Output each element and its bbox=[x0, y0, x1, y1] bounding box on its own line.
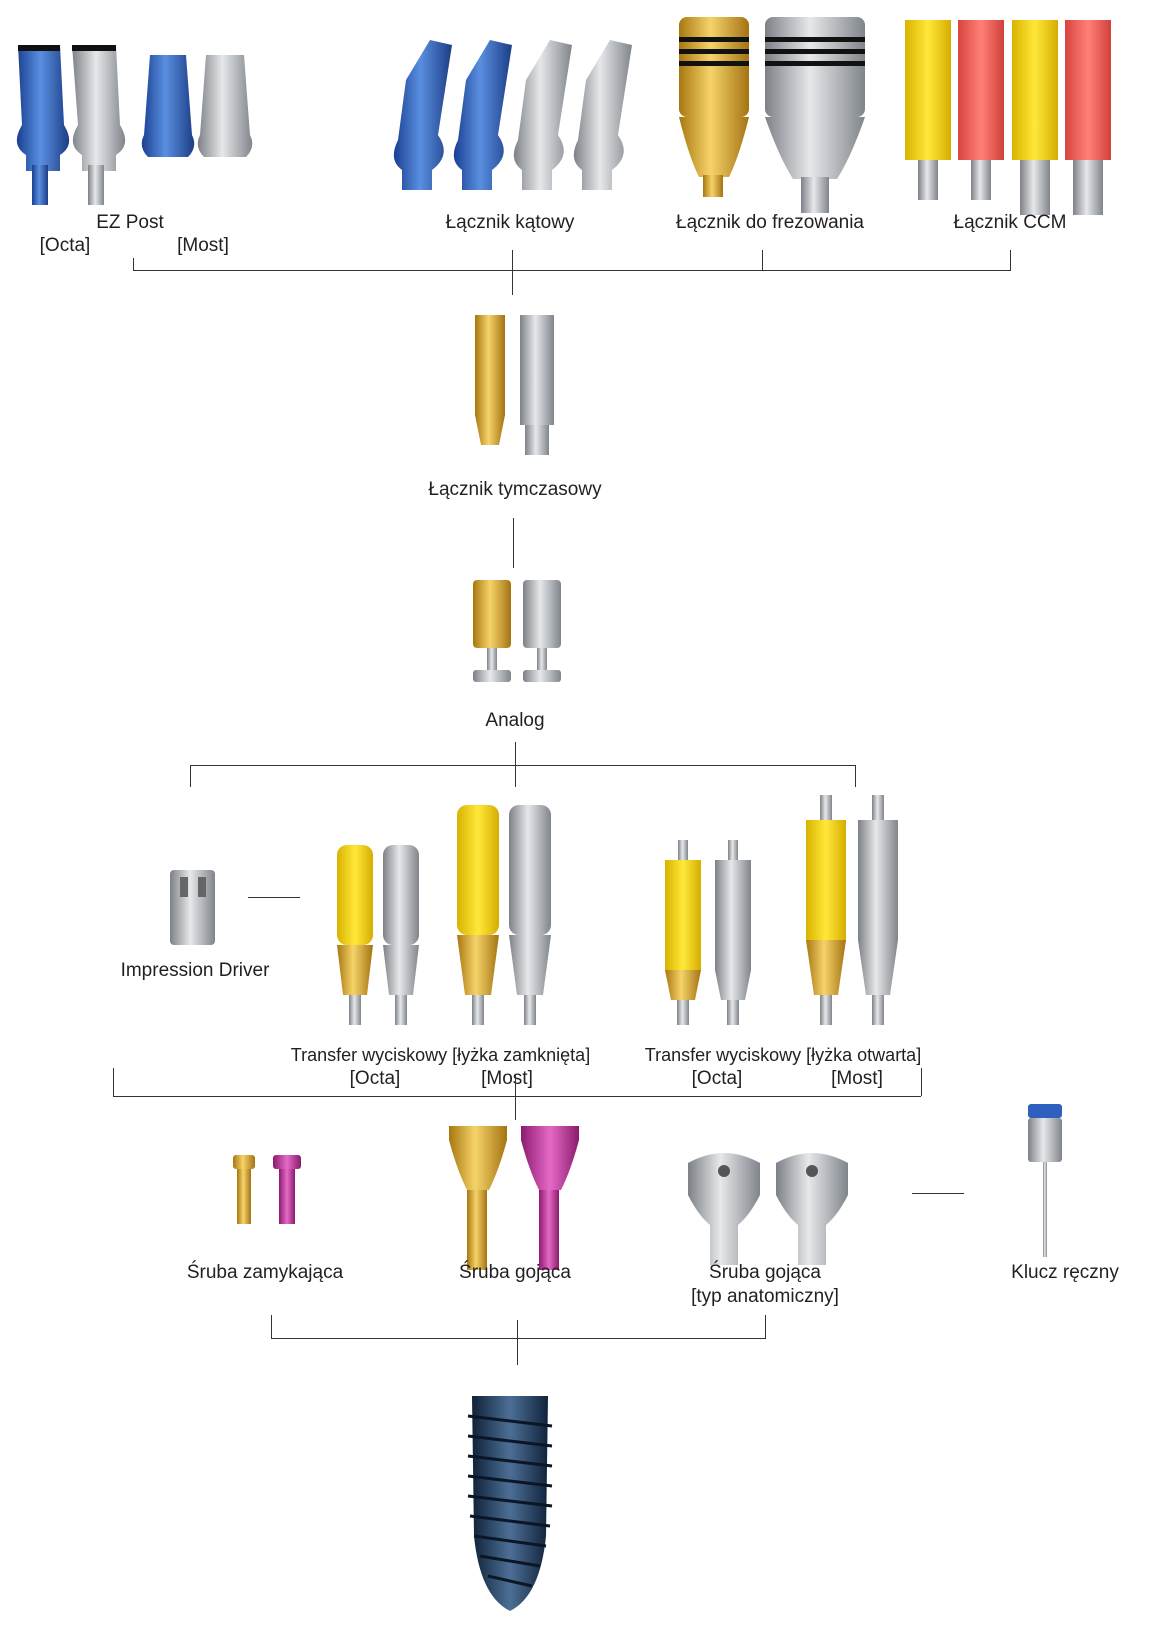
cover-screw-label: Śruba zamykająca bbox=[165, 1262, 365, 1284]
ez-post-image bbox=[10, 15, 270, 205]
healing-anatomic-label-1: Śruba gojąca bbox=[680, 1262, 850, 1284]
implant-image bbox=[460, 1390, 560, 1615]
transfer-closed-image bbox=[325, 805, 565, 1035]
transfer-closed-label: Transfer wyciskowy [łyżka zamknięta] bbox=[283, 1044, 598, 1066]
connector-analog bbox=[190, 765, 855, 766]
transfer-closed-most-label: [Most] bbox=[472, 1068, 542, 1090]
milling-abutment-image bbox=[673, 15, 883, 215]
ez-post-most-label: [Most] bbox=[168, 235, 238, 257]
angled-abutment-image bbox=[385, 15, 645, 215]
transfer-open-image bbox=[650, 790, 910, 1030]
milling-abutment-label: Łącznik do frezowania bbox=[660, 212, 880, 234]
connector-temp-analog bbox=[513, 518, 514, 568]
connector-row1 bbox=[133, 270, 1011, 271]
angled-abutment-label: Łącznik kątowy bbox=[410, 212, 610, 234]
connector-anatomic-driver bbox=[912, 1193, 964, 1194]
healing-anatomic-label-2: [typ anatomiczny] bbox=[680, 1286, 850, 1308]
healing-anatomic-image bbox=[680, 1145, 860, 1270]
impression-driver-label: Impression Driver bbox=[105, 960, 285, 982]
healing-screw-label: Śruba gojąca bbox=[430, 1262, 600, 1284]
temporary-abutment-label: Łącznik tymczasowy bbox=[400, 479, 630, 501]
connector-transfer bbox=[113, 1096, 921, 1097]
ez-post-label: EZ Post bbox=[90, 212, 170, 234]
analog-image bbox=[465, 575, 575, 690]
hand-driver-image bbox=[1020, 1102, 1070, 1267]
transfer-open-octa-label: [Octa] bbox=[682, 1068, 752, 1090]
connector-bottom bbox=[271, 1338, 766, 1339]
analog-label: Analog bbox=[460, 710, 570, 732]
ccm-abutment-image bbox=[900, 15, 1130, 215]
temporary-abutment-image bbox=[465, 310, 575, 460]
transfer-open-most-label: [Most] bbox=[822, 1068, 892, 1090]
ccm-abutment-label: Łącznik CCM bbox=[930, 212, 1090, 234]
transfer-closed-octa-label: [Octa] bbox=[340, 1068, 410, 1090]
impression-driver-image bbox=[165, 865, 225, 950]
hand-driver-label: Klucz ręczny bbox=[990, 1262, 1140, 1284]
ez-post-octa-label: [Octa] bbox=[30, 235, 100, 257]
cover-screw-image bbox=[225, 1150, 315, 1235]
connector-driver-transfer bbox=[248, 897, 300, 898]
transfer-open-label: Transfer wyciskowy [łyżka otwarta] bbox=[633, 1044, 933, 1066]
